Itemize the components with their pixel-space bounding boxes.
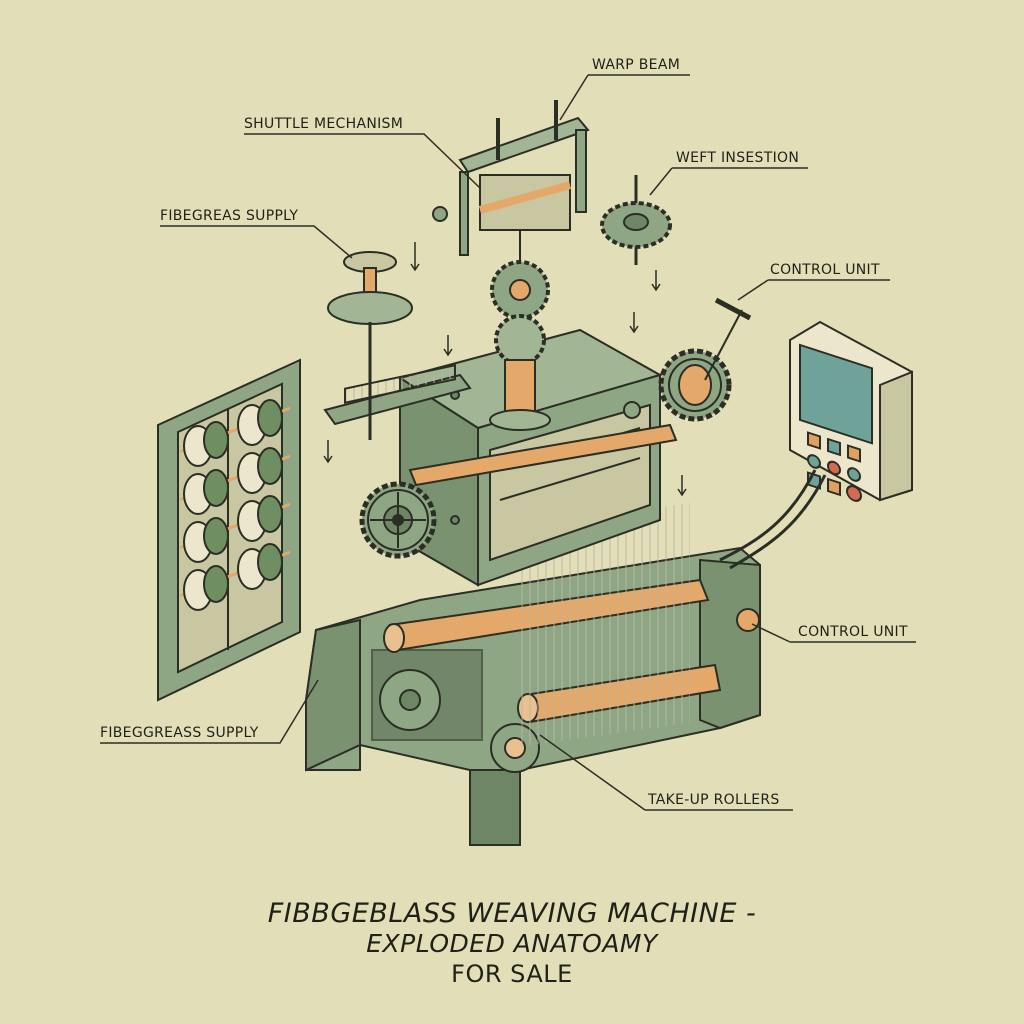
label-shuttle-mechanism: SHUTTLE MECHANISM bbox=[244, 116, 403, 132]
drive-gear-right bbox=[658, 297, 752, 422]
leader-lines bbox=[100, 74, 916, 811]
spool-row bbox=[179, 543, 291, 611]
label-take-up-rollers: TAKE-UP ROLLERS bbox=[647, 792, 780, 808]
title-line-2: EXPLODED ANATOAMY bbox=[366, 929, 659, 958]
label-control-unit-right: CONTROL UNIT bbox=[798, 624, 908, 640]
spool-row bbox=[179, 495, 291, 563]
shuttle-gear-stack bbox=[489, 260, 551, 431]
label-warp-beam: WARP BEAM bbox=[592, 57, 680, 73]
spool-creel-rack bbox=[157, 358, 301, 702]
control-unit-panel bbox=[719, 320, 913, 570]
warp-threads bbox=[520, 503, 690, 747]
weft-insertion-gear bbox=[600, 175, 672, 265]
fiber-feed-tray bbox=[323, 364, 472, 426]
title-line-3: FOR SALE bbox=[451, 960, 573, 988]
label-fiber-supply-top: FIBEGREAS SUPPLY bbox=[160, 208, 298, 224]
assembly-arrows bbox=[323, 242, 687, 497]
spool-row bbox=[179, 399, 291, 467]
title-line-1: FIBBGEBLASS WEAVING MACHINE - bbox=[268, 898, 756, 929]
spool-row bbox=[179, 447, 291, 515]
label-weft-insertion: WEFT INSESTION bbox=[676, 150, 799, 166]
label-control-unit-top: CONTROL UNIT bbox=[770, 262, 880, 278]
warp-beam-frame bbox=[432, 100, 590, 280]
drive-gear-left bbox=[359, 481, 437, 559]
fiber-supply-spindle bbox=[327, 251, 413, 440]
label-fiber-supply-bottom: FIBEGGREASS SUPPLY bbox=[100, 725, 259, 741]
